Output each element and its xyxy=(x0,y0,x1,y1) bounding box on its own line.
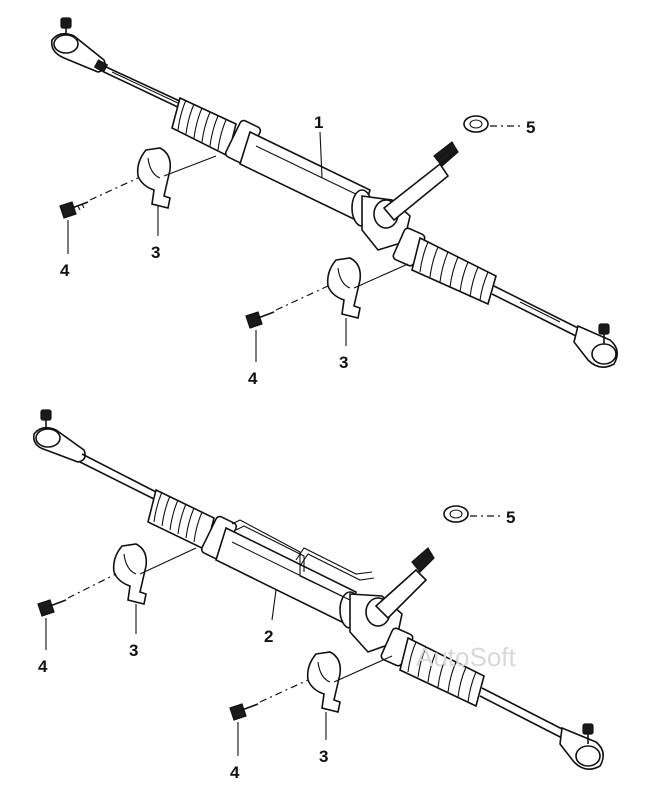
upper-left-clamp-bracket xyxy=(136,147,172,209)
lower-left-tie-rod xyxy=(79,453,161,501)
upper-left-tie-rod-end xyxy=(50,17,109,73)
upper-right-bolt-leader xyxy=(275,285,329,311)
upper-seal-callout: 5 xyxy=(526,118,535,137)
lower-left-tie-rod-end xyxy=(32,409,86,463)
lower-right-bolt-callout: 4 xyxy=(230,763,240,782)
upper-right-bracket-callout: 3 xyxy=(339,353,348,372)
upper-right-bolt xyxy=(245,311,275,329)
lower-left-bracket-callout: 3 xyxy=(129,641,138,660)
upper-left-bracket-leader xyxy=(163,155,217,177)
upper-right-bracket-leader xyxy=(353,263,409,289)
upper-rack-leader xyxy=(319,131,323,179)
lower-rack-housing xyxy=(215,526,361,629)
upper-left-tie-rod xyxy=(103,65,187,111)
lower-left-bolt-leader xyxy=(67,573,117,599)
upper-left-boot xyxy=(171,96,262,165)
lower-rack-leader xyxy=(271,589,277,621)
upper-right-tie-rod-end xyxy=(573,323,618,368)
lower-left-bolt xyxy=(37,599,67,617)
watermark: AutoSoft xyxy=(416,642,517,672)
lower-right-bolt xyxy=(229,703,259,721)
upper-left-bolt-callout: 4 xyxy=(60,261,70,280)
lower-right-clamp-bracket xyxy=(306,651,342,713)
upper-rack-callout: 1 xyxy=(314,113,323,132)
lower-right-bolt-leader xyxy=(259,679,309,703)
lower-steering-rack-assembly: 2 5 3 4 3 xyxy=(32,409,604,782)
upper-pinion-housing xyxy=(361,141,459,251)
lower-left-boot xyxy=(147,488,238,561)
lower-right-bracket-callout: 3 xyxy=(319,747,328,766)
upper-steering-rack-assembly: 1 5 3 4 3 xyxy=(50,17,618,388)
upper-left-bracket-callout: 3 xyxy=(151,243,160,262)
lower-right-tie-rod xyxy=(479,687,569,741)
upper-right-clamp-bracket xyxy=(326,257,362,319)
upper-pinion-seal xyxy=(463,115,489,133)
upper-right-bolt-callout: 4 xyxy=(248,369,258,388)
upper-right-tie-rod xyxy=(491,285,583,339)
lower-left-clamp-bracket xyxy=(112,543,148,605)
lower-rack-callout: 2 xyxy=(264,627,273,646)
upper-rack-housing xyxy=(239,130,373,227)
upper-left-bolt-leader xyxy=(89,177,139,201)
upper-right-boot xyxy=(392,227,497,306)
lower-right-boot xyxy=(380,627,485,708)
lower-seal-callout: 5 xyxy=(506,508,515,527)
lower-left-bolt-callout: 4 xyxy=(38,657,48,676)
upper-left-bolt xyxy=(59,201,89,219)
lower-right-bracket-leader xyxy=(333,655,393,683)
lower-left-bracket-leader xyxy=(139,547,197,575)
lower-pinion-seal xyxy=(443,505,469,523)
lower-right-tie-rod-end xyxy=(559,723,604,770)
lower-hydraulic-lines xyxy=(231,519,375,601)
